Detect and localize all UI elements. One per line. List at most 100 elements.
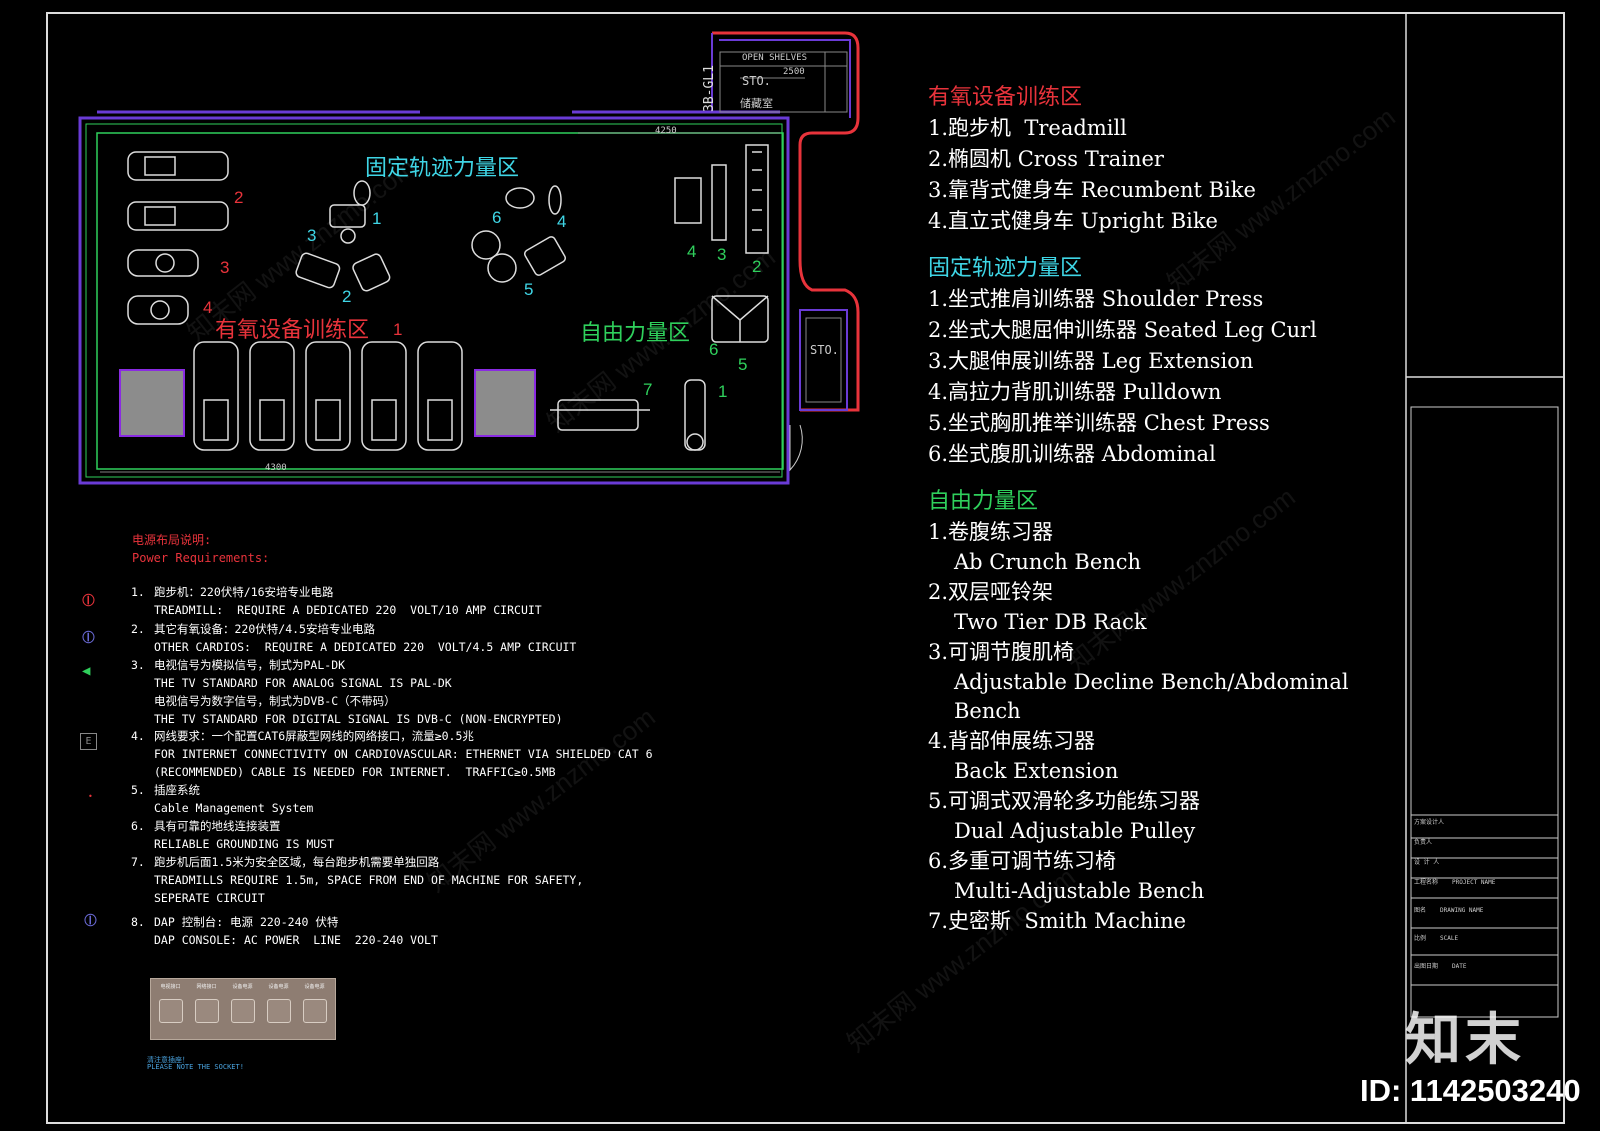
legend-item: 1.跑步机 Treadmill	[928, 116, 1127, 140]
legend-section-title: 固定轨迹力量区	[928, 256, 1083, 281]
circuit-red-icon: ⦶	[82, 590, 96, 611]
power-item-detail: OTHER CARDIOS: REQUIRE A DEDICATED 220 V…	[154, 640, 577, 654]
zone-label-cardio: 有氧设备训练区	[215, 318, 370, 343]
socket-note-cn: 清注意插座！	[147, 1056, 189, 1064]
cardio-number: 1	[393, 320, 403, 339]
treadmills	[193, 341, 463, 451]
socket-outlet: 设备电源	[298, 983, 331, 1033]
legend-item: 3.大腿伸展训练器 Leg Extension	[928, 349, 1254, 373]
title-block-row: 负责人	[1414, 837, 1554, 857]
fixed-number: 4	[557, 212, 567, 231]
free-number: 6	[709, 340, 719, 359]
power-requirements: 电源布局说明: Power Requirements:	[132, 531, 269, 567]
legend-item: 6.多重可调节练习椅	[928, 849, 1117, 873]
legend-item: 6.坐式腹肌训练器 Abdominal	[928, 442, 1216, 466]
outlet-dot-icon: •	[88, 792, 93, 801]
legend-item-english: Multi-Adjustable Bench	[954, 879, 1205, 903]
power-item-detail: DAP CONSOLE: AC POWER LINE 220-240 VOLT	[154, 933, 438, 947]
title-block-label: 比例	[1414, 935, 1427, 942]
zone-label-fixed: 固定轨迹力量区	[365, 156, 520, 181]
socket-outlet: 电视接口	[154, 983, 187, 1033]
title-block-row: 方案设计人	[1414, 817, 1554, 837]
fixed-number: 5	[524, 280, 534, 299]
legend-item-english: Adjustable Decline Bench/Abdominal	[954, 670, 1349, 694]
title-block-label: 图名	[1414, 907, 1427, 914]
fixed-number: 2	[342, 287, 352, 306]
title-block-row: 图名 DRAWING NAME	[1414, 905, 1554, 933]
power-item-detail: THE TV STANDARD FOR ANALOG SIGNAL IS PAL…	[154, 676, 452, 690]
fixed-number: 3	[307, 226, 317, 245]
power-item-detail: 电视信号为数字信号，制式为DVB-C（不带码）	[154, 694, 396, 708]
storage-label: STO.	[742, 74, 771, 88]
fixed-number: 6	[492, 208, 502, 227]
legend-item-english: Dual Adjustable Pulley	[954, 819, 1196, 843]
legend-item-english: Bench	[954, 699, 1021, 723]
brand-logo: 知末	[1405, 1008, 1525, 1073]
legend-item: 4.背部伸展练习器	[928, 729, 1096, 753]
power-item-detail: TREADMILL: REQUIRE A DEDICATED 220 VOLT/…	[154, 603, 542, 617]
power-item: 8. DAP 控制台: 电源 220-240 伏特 DAP CONSOLE: AC …	[131, 913, 438, 949]
power-item: 3. 电视信号为模拟信号，制式为PAL-DK THE TV STANDARD FOR…	[131, 656, 563, 728]
socket-face-icon	[158, 999, 183, 1023]
power-item-cn: 5.插座系统	[131, 781, 313, 799]
legend-item: 5.可调式双滑轮多功能练习器	[928, 789, 1201, 813]
cardio-number: 3	[220, 258, 230, 277]
power-item-text: 网线要求：一个配置CAT6屏蔽型网线的网络接口，流量≥0.5兆	[154, 729, 474, 743]
gl-label: 3B-GL1	[702, 65, 717, 112]
tv-screens	[119, 369, 536, 437]
legend-item: 2.坐式大腿屈伸训练器 Seated Leg Curl	[928, 318, 1317, 342]
ethernet-icon: E	[80, 733, 97, 750]
free-number: 2	[752, 257, 762, 276]
socket-label: 网络接口	[196, 984, 217, 990]
legend-item: 7.史密斯 Smith Machine	[928, 909, 1187, 933]
socket-label: 设备电源	[232, 984, 253, 990]
title-block-sub: DRAWING NAME	[1440, 907, 1484, 914]
title-block-sub: PROJECT NAME	[1452, 879, 1496, 886]
cardio-number: 2	[234, 188, 244, 207]
storage-room-label: 储藏室	[740, 97, 773, 110]
power-item-cn: 6.具有可靠的地线连接装置	[131, 817, 334, 835]
circuit-blue-icon: ⦶	[82, 627, 96, 648]
socket-outlet: 网络接口	[190, 983, 223, 1033]
legend-item: 2.双层哑铃架	[928, 580, 1054, 604]
power-item-detail: (RECOMMENDED) CABLE IS NEEDED FOR INTERN…	[154, 765, 556, 779]
power-item-text: 电视信号为模拟信号，制式为PAL-DK	[154, 658, 346, 672]
dimension-4300: 4300	[265, 463, 287, 473]
legend-section-title: 有氧设备训练区	[928, 85, 1083, 110]
legend-item: 5.坐式胸肌推举训练器 Chest Press	[928, 411, 1270, 435]
power-item-detail: SEPERATE CIRCUIT	[154, 891, 265, 905]
legend-item: 3.靠背式健身车 Recumbent Bike	[928, 178, 1256, 202]
power-item-detail: TREADMILLS REQUIRE 1.5m, SPACE FROM END …	[154, 873, 584, 887]
socket-face-icon	[194, 999, 219, 1023]
power-item-detail: THE TV STANDARD FOR DIGITAL SIGNAL IS DV…	[154, 712, 563, 726]
power-item-text: 其它有氧设备：220伏特/4.5安培专业电路	[154, 622, 375, 636]
socket-face-icon	[266, 999, 291, 1023]
free-number: 5	[738, 355, 748, 374]
dap-console-icon: ⦶	[84, 910, 98, 931]
legend-item-english: Two Tier DB Rack	[954, 610, 1147, 634]
power-item-cn: 7.跑步机后面1.5米为安全区域，每台跑步机需要单独回路	[131, 853, 583, 871]
tv-socket-icon: ◀	[82, 663, 91, 679]
legend-item: 1.坐式推肩训练器 Shoulder Press	[928, 287, 1264, 311]
power-title-cn: 电源布局说明:	[132, 533, 212, 547]
legend-item-english: Ab Crunch Bench	[954, 550, 1142, 574]
power-item: 7.跑步机后面1.5米为安全区域，每台跑步机需要单独回路 TREADMILLS R…	[131, 853, 583, 907]
power-item-text: 跑步机：220伏特/16安培专业电路	[154, 585, 334, 599]
dimension-lines	[100, 77, 805, 473]
fixed-number: 1	[372, 209, 382, 228]
free-number: 7	[643, 380, 653, 399]
cardio-number: 4	[203, 298, 213, 317]
power-item-number: 3.	[131, 658, 145, 672]
fixed-strength-machines	[295, 180, 769, 343]
power-item-text: DAP 控制台: 电源 220-240 伏特	[154, 915, 339, 929]
power-item-number: 8.	[131, 915, 145, 929]
free-number: 1	[718, 382, 728, 401]
socket-label: 电视接口	[160, 984, 181, 990]
title-block-label: 出图日期	[1414, 963, 1439, 970]
